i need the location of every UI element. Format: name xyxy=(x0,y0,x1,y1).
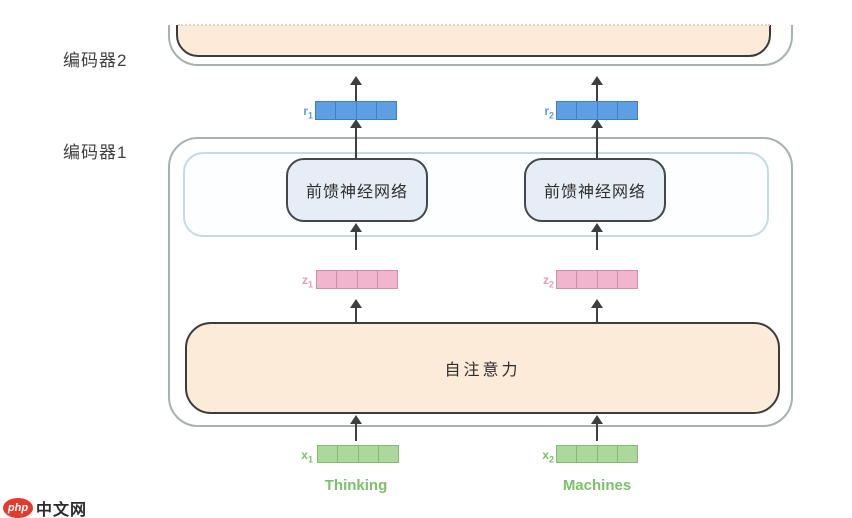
vector-z1 xyxy=(316,270,398,289)
vector-label-r2: r2 xyxy=(544,104,554,121)
php-cn-logo: php 中文网 xyxy=(3,496,87,518)
vector-label-x1: x1 xyxy=(301,448,313,465)
arrow-x1-to-selfattn xyxy=(349,415,363,441)
word-machines: Machines xyxy=(562,477,632,494)
vector-label-z2: z2 xyxy=(542,273,554,290)
encoder1-label: 编码器1 xyxy=(63,143,128,162)
arrow-ffn2-to-r2 xyxy=(590,119,604,158)
ffn1-box: 前馈神经网络 xyxy=(286,158,428,222)
vector-r1 xyxy=(315,101,397,120)
feed-forward-layer-box xyxy=(183,152,769,237)
vector-label-r1: r1 xyxy=(303,104,313,121)
arrow-z2-to-ffn2 xyxy=(590,223,604,250)
php-logo-badge: php xyxy=(3,498,33,518)
arrow-r1-to-encoder2 xyxy=(349,76,363,101)
self-attention-box: 自注意力 xyxy=(185,322,780,414)
vector-label-x2: x2 xyxy=(542,448,554,465)
encoder2-inner-box xyxy=(176,25,771,57)
vector-x1 xyxy=(317,445,399,463)
vector-r2 xyxy=(556,101,638,120)
arrow-z1-to-ffn1 xyxy=(349,223,363,250)
vector-z2 xyxy=(556,270,638,289)
ffn2-box: 前馈神经网络 xyxy=(524,158,666,222)
vector-x2 xyxy=(556,445,638,463)
arrow-selfattn-to-z2 xyxy=(590,299,604,322)
arrow-ffn1-to-r1 xyxy=(349,119,363,158)
encoder2-crop-line xyxy=(178,24,770,26)
encoder2-label: 编码器2 xyxy=(63,51,128,70)
arrow-x2-to-selfattn xyxy=(590,415,604,441)
php-logo-text: 中文网 xyxy=(36,502,88,518)
arrow-r2-to-encoder2 xyxy=(590,76,604,101)
word-thinking: Thinking xyxy=(324,477,388,494)
vector-label-z1: z1 xyxy=(301,273,313,290)
arrow-selfattn-to-z1 xyxy=(349,299,363,322)
encoder2-box-clip xyxy=(168,25,797,67)
